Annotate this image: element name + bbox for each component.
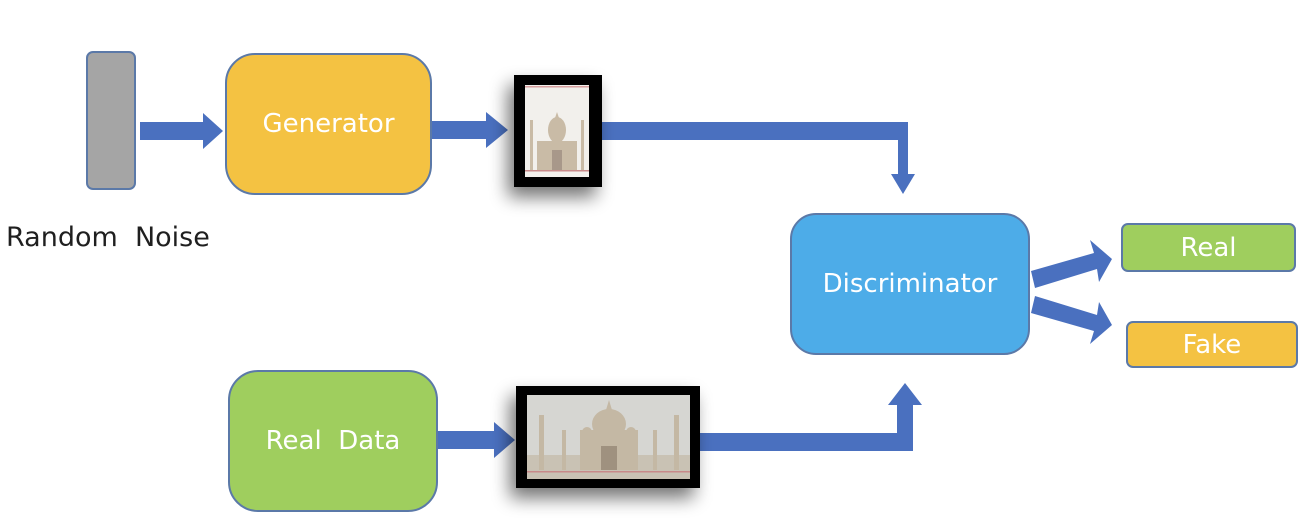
arrow-realdata-to-image xyxy=(437,422,515,458)
real-image-thumbnail xyxy=(516,386,700,488)
arrow-real-image-to-discriminator xyxy=(699,383,922,451)
generator-block: Generator xyxy=(225,53,432,195)
real-data-label: Real Data xyxy=(265,426,401,456)
discriminator-block: Discriminator xyxy=(790,213,1030,355)
arrow-fake-image-to-discriminator xyxy=(601,122,915,194)
taj-mahal-icon xyxy=(539,400,679,470)
arrow-generator-to-image xyxy=(431,112,508,148)
generated-image-thumbnail xyxy=(514,75,602,187)
generator-label: Generator xyxy=(262,109,395,139)
arrow-noise-to-generator xyxy=(140,113,223,149)
output-real-box: Real xyxy=(1121,223,1296,272)
taj-mahal-small-icon xyxy=(530,112,584,171)
random-noise-caption: Random Noise xyxy=(6,222,210,253)
arrow-discriminator-to-real xyxy=(1031,240,1112,288)
arrow-discriminator-to-fake xyxy=(1031,296,1112,344)
output-real-label: Real xyxy=(1180,232,1237,263)
real-data-block: Real Data xyxy=(228,370,438,512)
output-fake-box: Fake xyxy=(1126,321,1298,368)
random-noise-bar xyxy=(86,51,136,190)
output-fake-label: Fake xyxy=(1182,329,1242,360)
discriminator-label: Discriminator xyxy=(822,269,998,299)
